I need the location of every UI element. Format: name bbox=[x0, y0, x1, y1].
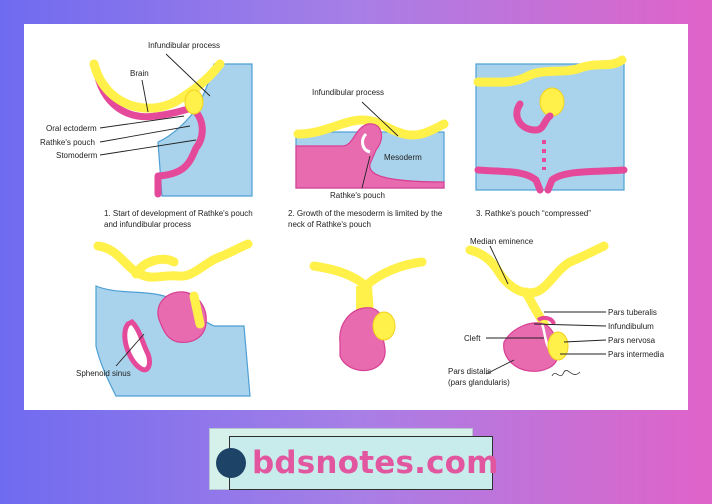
panel-4: Sphenoid sinus bbox=[76, 239, 253, 397]
panel3-caption-line1: 3. Rathke's pouch “compressed” bbox=[476, 209, 591, 218]
panel2-caption-line2: neck of Rathke's pouch bbox=[288, 220, 371, 229]
panel6-brain bbox=[465, 241, 609, 298]
label-pars-distalis: Pars distalis bbox=[448, 367, 491, 376]
panel2-neural-layer bbox=[293, 115, 449, 140]
panel-2: Infundibular process Mesoderm Rathke's p… bbox=[288, 88, 449, 229]
label-pars-nervosa: Pars nervosa bbox=[608, 336, 656, 345]
label-infundibular-process-2: Infundibular process bbox=[312, 88, 384, 97]
panel3-ectoderm-left bbox=[474, 166, 544, 194]
panel1-caption-line1: 1. Start of development of Rathke's pouc… bbox=[104, 209, 253, 218]
label-rathkes-pouch-2: Rathke's pouch bbox=[330, 191, 385, 200]
panel6-pars-nervosa bbox=[547, 331, 569, 361]
label-infundibulum: Infundibulum bbox=[608, 322, 654, 331]
label-mesoderm: Mesoderm bbox=[384, 153, 422, 162]
label-cleft: Cleft bbox=[464, 334, 481, 343]
panel4-brain-fold bbox=[131, 254, 179, 279]
label-pars-tuberalis: Pars tuberalis bbox=[608, 308, 657, 317]
panel5-brain bbox=[309, 257, 427, 291]
label-stomoderm: Stomoderm bbox=[56, 151, 98, 160]
label-median-eminence: Median eminence bbox=[470, 237, 534, 246]
panel1-caption-line2: and infundibular process bbox=[104, 220, 191, 229]
panel4-sphenoid-cavity bbox=[122, 318, 153, 373]
panel3-infundibulum bbox=[539, 87, 565, 117]
panel-6: Median eminence Pars tuberalis Infundibu… bbox=[448, 237, 665, 387]
panel1-brain bbox=[89, 59, 225, 113]
panel6-infundibulum bbox=[521, 287, 549, 329]
label-pars-intermedia: Pars intermedia bbox=[608, 350, 665, 359]
panel4-stalk bbox=[189, 291, 205, 329]
panel5-pars-nervosa bbox=[372, 311, 396, 341]
watermark-badge: bdsnotes.com bbox=[216, 436, 498, 490]
panel2-rathkes-pouch bbox=[295, 123, 445, 189]
panel5-stalk bbox=[356, 286, 374, 314]
artist-signature bbox=[551, 370, 581, 377]
bullet-dot-icon bbox=[216, 448, 246, 478]
panel6-pars-tuberalis bbox=[536, 315, 556, 325]
panel-5 bbox=[309, 257, 427, 372]
panel-3: 3. Rathke's pouch “compressed” bbox=[473, 55, 628, 218]
label-infundibular-process-1: Infundibular process bbox=[148, 41, 220, 50]
label-brain: Brain bbox=[130, 69, 149, 78]
panel-1: Infundibular process Brain Oral ectoderm… bbox=[40, 41, 253, 229]
site-name: bdsnotes.com bbox=[252, 445, 499, 481]
pituitary-development-diagram: Infundibular process Brain Oral ectoderm… bbox=[40, 41, 665, 397]
label-pars-glandularis: (pars glandularis) bbox=[448, 378, 510, 387]
label-rathkes-pouch-1: Rathke's pouch bbox=[40, 138, 95, 147]
panel3-neural-layer bbox=[473, 55, 627, 87]
panel2-caption-line1: 2. Growth of the mesoderm is limited by … bbox=[288, 209, 443, 218]
label-oral-ectoderm: Oral ectoderm bbox=[46, 124, 97, 133]
diagram-card: Infundibular process Brain Oral ectoderm… bbox=[24, 24, 688, 410]
panel4-brain bbox=[93, 239, 253, 282]
panel3-ectoderm-right bbox=[544, 166, 628, 194]
panel3-pouch bbox=[513, 100, 554, 134]
panel1-infundibular-bud bbox=[184, 89, 204, 115]
label-sphenoid-sinus: Sphenoid sinus bbox=[76, 369, 131, 378]
